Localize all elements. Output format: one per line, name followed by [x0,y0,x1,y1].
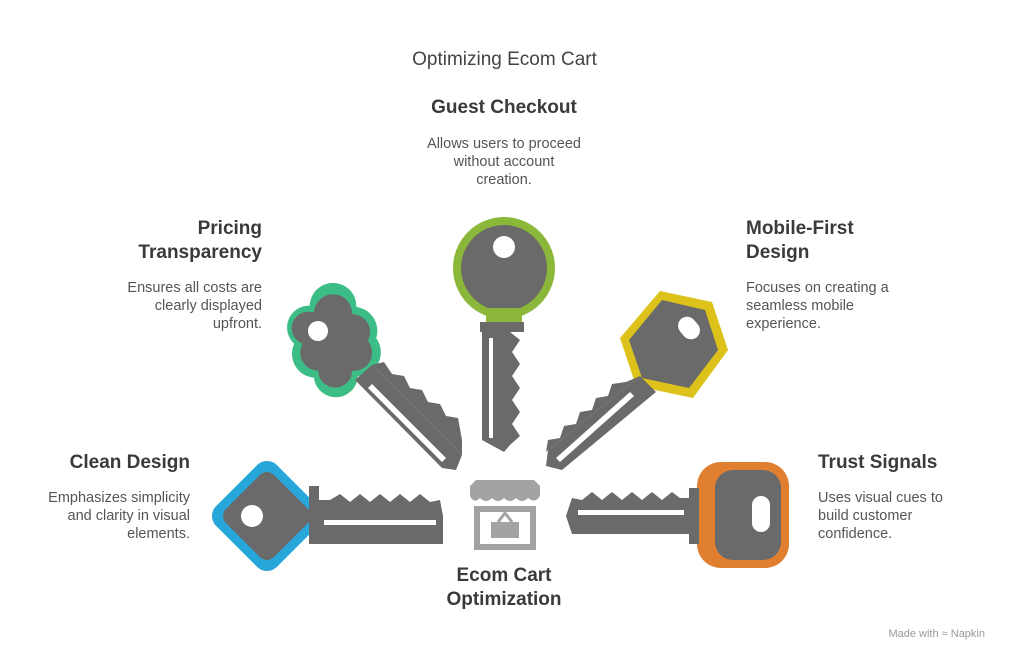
guest-checkout-heading: Guest Checkout [431,97,577,118]
mobile-first-design-heading: Mobile-First Design [746,218,854,263]
pricing-transparency-heading: Pricing Transparency [138,218,262,263]
napkin-logo-icon: ≈ [941,628,948,640]
pricing-transparency-description: Ensures all costs are clearly displayed … [127,280,262,332]
footer-brand: Napkin [950,628,985,640]
storefront-icon [470,480,540,550]
mobile-first-design-key [546,291,728,470]
trust-signals-description: Uses visual cues to build customer confi… [818,490,943,542]
guest-checkout-description: Allows users to proceed without account … [427,136,581,188]
clean-design-heading: Clean Design [69,452,190,473]
trust-signals-heading: Trust Signals [818,452,938,473]
clean-design-description: Emphasizes simplicity and clarity in vis… [48,490,190,542]
pricing-transparency-key [287,282,462,470]
trust-signals-key [566,462,789,568]
made-with-napkin-footer[interactable]: Made with ≈ Napkin [888,628,985,640]
page-title: Optimizing Ecom Cart [412,49,597,70]
footer-made-with: Made with [888,628,939,640]
center-label: Ecom Cart Optimization [446,565,562,610]
clean-design-key [211,460,443,572]
guest-checkout-key [453,217,555,452]
mobile-first-design-description: Focuses on creating a seamless mobile ex… [746,280,889,332]
